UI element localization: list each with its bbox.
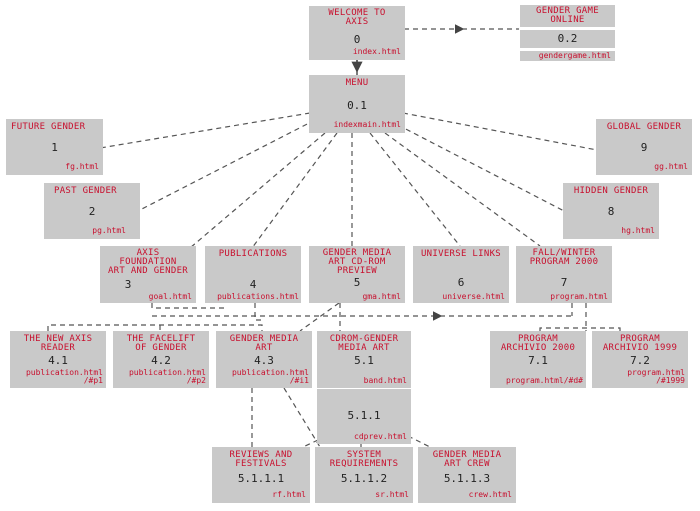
node-cdrom-file: band.html (363, 376, 407, 385)
node-future-file: fg.html (65, 162, 99, 171)
node-gendergame[interactable]: GENDER GAME ONLINE 0.2 gendergame.html (520, 5, 615, 61)
node-arch2000-title: PROGRAM ARCHIVIO 2000 (500, 334, 576, 353)
node-hidden-file: hg.html (621, 226, 655, 235)
node-global-number: 9 (640, 141, 648, 154)
link-menu-hidden (397, 124, 567, 213)
node-gmart-number: 4.3 (254, 354, 274, 367)
link-menu-fallwinter (384, 132, 541, 247)
node-arch2000-number: 7.1 (528, 354, 548, 367)
node-cdrom-title: CDROM-GENDER MEDIA ART (329, 334, 399, 353)
node-fallwinter-title: FALL/WINTER PROGRAM 2000 (529, 248, 599, 267)
node-gmart-file: publication.html /#i1 (231, 368, 309, 385)
node-sysreq-title: SYSTEM REQUIREMENTS (329, 450, 399, 469)
node-fallwinter-file: program.html (550, 292, 608, 301)
node-newaxis-file: publication.html /#p1 (25, 368, 103, 385)
node-hidden-title: HIDDEN GENDER (573, 186, 649, 196)
node-menu-file: indexmain.html (333, 120, 401, 129)
node-cdprev-number: 5.1.1 (347, 409, 381, 422)
node-universe-title: UNIVERSE LINKS (420, 249, 502, 259)
link-menu-future (99, 112, 311, 149)
node-gendergame-title: GENDER GAME ONLINE (536, 6, 599, 25)
node-crew-file: crew.html (468, 490, 512, 499)
node-cd-preview[interactable]: 5.1.1 cdprev.html (317, 389, 411, 444)
node-global-file: gg.html (654, 162, 688, 171)
link-menu-publications (251, 132, 338, 249)
node-gendergame-number: 0.2 (557, 32, 578, 45)
node-global-title: GLOBAL GENDER (606, 122, 682, 132)
node-gmaprev-number: 5 (353, 276, 361, 289)
node-axisfound-file: goal.html (148, 292, 192, 301)
node-universe-file: universe.html (442, 292, 505, 301)
node-gma-preview[interactable]: GENDER MEDIA ART CD-ROM PREVIEW 5 gma.ht… (309, 246, 405, 303)
node-future-number: 1 (51, 141, 58, 154)
node-welcome-title: WELCOME TO AXIS (328, 8, 386, 27)
node-welcome[interactable]: WELCOME TO AXIS 0 index.html (309, 6, 405, 60)
node-axis-foundation[interactable]: AXIS FOUNDATION ART AND GENDER 3 goal.ht… (100, 246, 196, 303)
node-arch1999-file: program.html /#1999 (627, 368, 685, 385)
node-facelift-of-gender[interactable]: THE FACELIFT OF GENDER 4.2 publication.h… (113, 331, 209, 388)
node-new-axis-reader[interactable]: THE NEW AXIS READER 4.1 publication.html… (10, 331, 106, 388)
node-fall-winter[interactable]: FALL/WINTER PROGRAM 2000 7 program.html (516, 246, 612, 303)
node-future-title: FUTURE GENDER (11, 122, 86, 132)
node-universe-links[interactable]: UNIVERSE LINKS 6 universe.html (413, 246, 509, 303)
node-past-gender[interactable]: PAST GENDER 2 pg.html (44, 183, 140, 239)
node-past-file: pg.html (92, 226, 126, 235)
node-publications-title: PUBLICATIONS (218, 249, 288, 259)
node-global-gender[interactable]: GLOBAL GENDER 9 gg.html (596, 119, 692, 175)
node-archivio-1999[interactable]: PROGRAM ARCHIVIO 1999 7.2 program.html /… (592, 331, 688, 388)
node-publications-file: publications.html (217, 292, 299, 301)
node-arch1999-title: PROGRAM ARCHIVIO 1999 (602, 334, 678, 353)
node-publications-number: 4 (249, 278, 257, 291)
node-menu-title: MENU (345, 78, 369, 88)
node-sysreq-number: 5.1.1.2 (340, 472, 388, 485)
node-newaxis-title: THE NEW AXIS READER (23, 334, 93, 353)
node-past-number: 2 (88, 205, 96, 218)
node-fallwinter-number: 7 (560, 276, 568, 289)
node-gma-crew[interactable]: GENDER MEDIA ART CREW 5.1.1.3 crew.html (418, 447, 516, 503)
node-future-gender[interactable]: FUTURE GENDER 1 fg.html (6, 119, 103, 175)
link-menu-universe (369, 132, 461, 247)
node-welcome-number: 0 (353, 33, 361, 46)
node-past-title: PAST GENDER (54, 186, 117, 196)
node-reviews-festivals[interactable]: REVIEWS AND FESTIVALS 5.1.1.1 rf.html (212, 447, 310, 503)
node-gender-media-art[interactable]: GENDER MEDIA ART 4.3 publication.html /#… (216, 331, 312, 388)
node-crew-number: 5.1.1.3 (443, 472, 491, 485)
node-welcome-file: index.html (352, 47, 401, 56)
node-cdrom-gma[interactable]: CDROM-GENDER MEDIA ART 5.1 band.html (317, 331, 411, 388)
node-reviews-file: rf.html (272, 490, 306, 499)
link-menu-axisfound (189, 132, 326, 249)
node-publications[interactable]: PUBLICATIONS 4 publications.html (205, 246, 301, 303)
node-arch2000-file: program.html/#d# (505, 376, 583, 385)
link-menu-past (135, 119, 316, 213)
node-crew-title: GENDER MEDIA ART CREW (432, 450, 502, 469)
node-facelift-number: 4.2 (151, 354, 171, 367)
node-gendergame-file: gendergame.html (538, 51, 611, 60)
node-gmaprev-title: GENDER MEDIA ART CD-ROM PREVIEW (322, 248, 392, 276)
node-menu-number: 0.1 (347, 99, 367, 112)
node-cdprev-file: cdprev.html (354, 432, 407, 441)
node-archivio-2000[interactable]: PROGRAM ARCHIVIO 2000 7.1 program.html/#… (490, 331, 586, 388)
node-reviews-number: 5.1.1.1 (237, 472, 285, 485)
node-facelift-title: THE FACELIFT OF GENDER (126, 334, 196, 353)
node-hidden-gender[interactable]: HIDDEN GENDER 8 hg.html (563, 183, 659, 239)
node-axisfound-number: 3 (124, 278, 132, 291)
node-system-requirements[interactable]: SYSTEM REQUIREMENTS 5.1.1.2 sr.html (315, 447, 413, 503)
node-arch1999-number: 7.2 (630, 354, 650, 367)
node-newaxis-number: 4.1 (48, 354, 68, 367)
link-menu-global (402, 112, 598, 151)
node-menu[interactable]: MENU 0.1 indexmain.html (309, 75, 405, 133)
node-axisfound-title: AXIS FOUNDATION ART AND GENDER (107, 248, 189, 276)
node-sysreq-file: sr.html (375, 490, 409, 499)
node-universe-number: 6 (457, 276, 465, 289)
node-cdrom-number: 5.1 (354, 354, 374, 367)
node-gmaprev-file: gma.html (362, 292, 401, 301)
node-hidden-number: 8 (607, 205, 615, 218)
node-reviews-title: REVIEWS AND FESTIVALS (229, 450, 293, 469)
node-facelift-file: publication.html /#p2 (128, 368, 206, 385)
node-gmart-title: GENDER MEDIA ART (229, 334, 299, 353)
